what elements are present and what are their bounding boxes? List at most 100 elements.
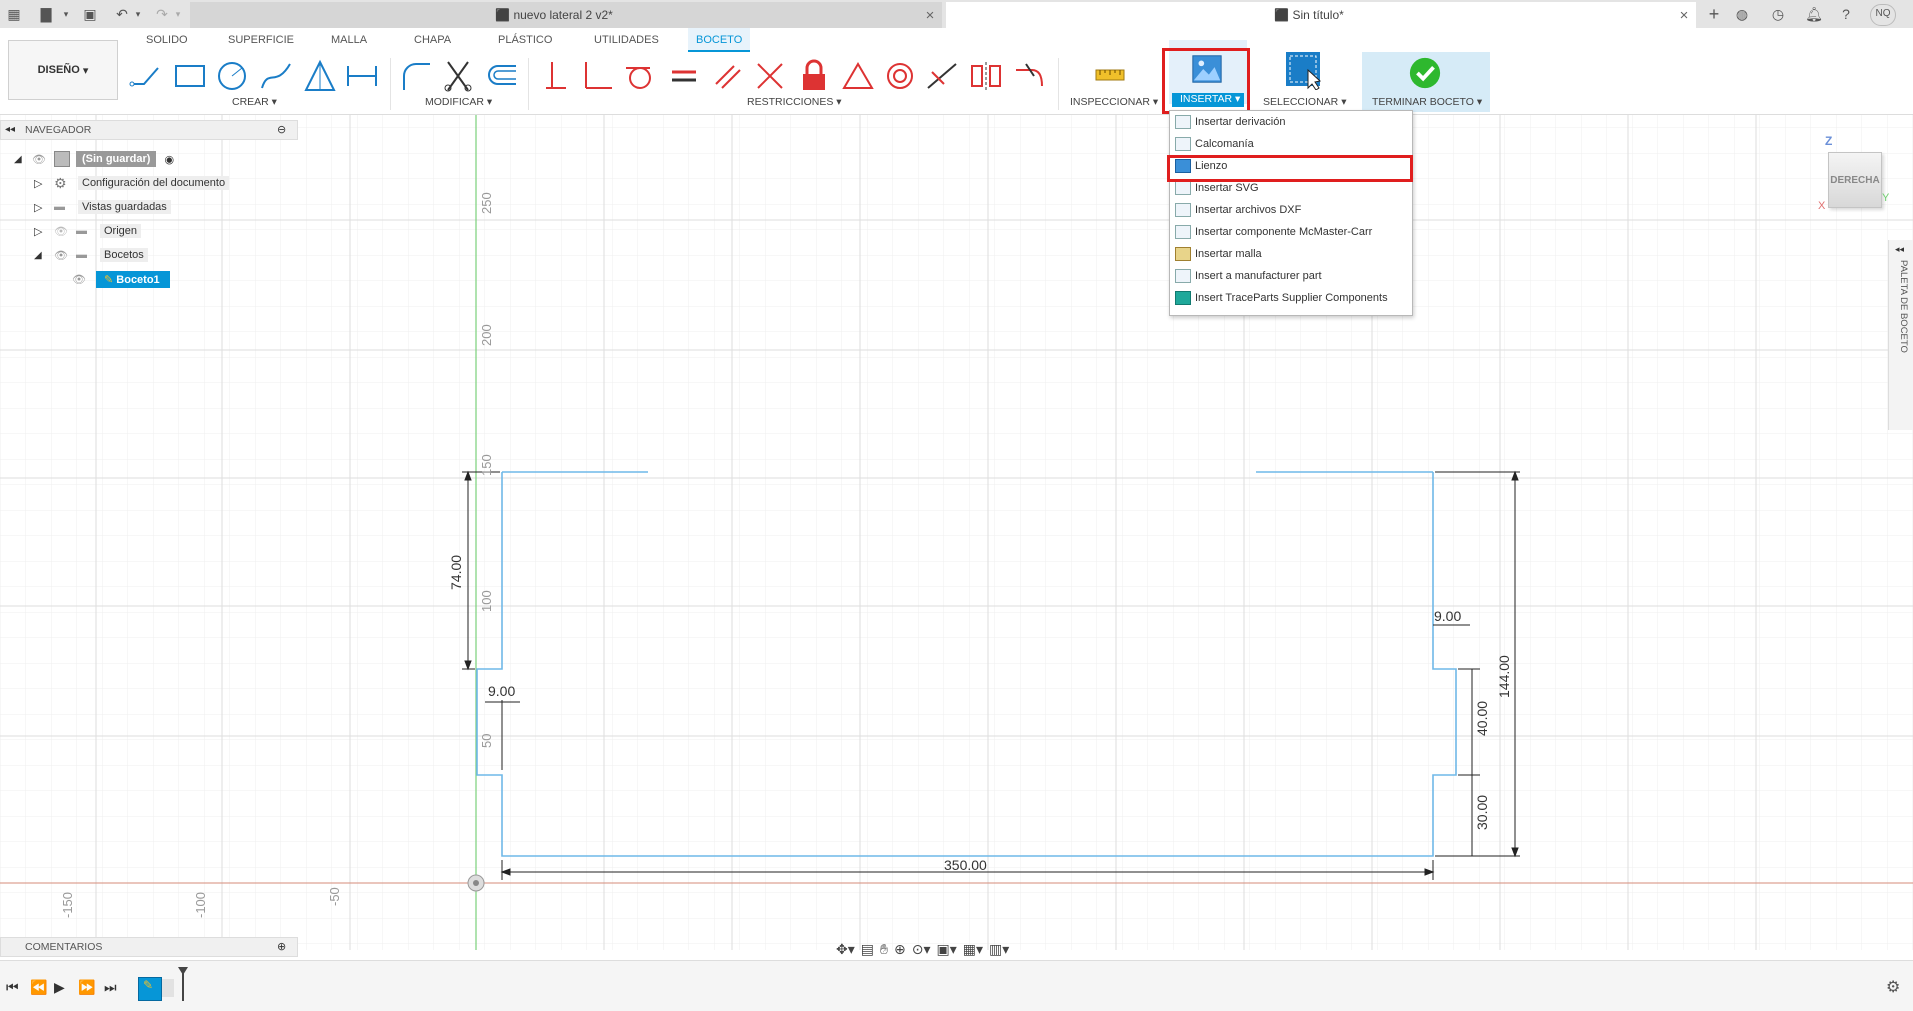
tab-solido[interactable]: SOLIDO [146,34,188,46]
symmetry-constraint-icon[interactable] [968,58,1004,94]
dimension-350[interactable]: 350.00 [944,857,987,873]
avatar[interactable]: NQ [1870,4,1896,26]
tab-superficie[interactable]: SUPERFICIE [228,34,295,46]
group-modificar[interactable]: MODIFICAR ▾ [425,96,493,108]
coincident-constraint-icon[interactable] [538,58,574,94]
step-forward-icon[interactable]: ⏩ [78,979,96,995]
close-icon[interactable]: × [1679,6,1689,24]
tab-chapa[interactable]: CHAPA [414,34,452,46]
menu-item-decal[interactable]: Calcomanía [1170,133,1412,155]
expand-palette-icon[interactable]: ◂◂ [1895,244,1905,254]
parallel-constraint-icon[interactable] [710,58,746,94]
menu-item-traceparts[interactable]: Insert TraceParts Supplier Components [1170,287,1412,309]
dimension-tool-icon[interactable] [344,58,380,94]
dimension-74[interactable]: 74.00 [448,554,464,590]
tab-malla[interactable]: MALLA [331,34,368,46]
navigator-item-document-settings[interactable]: ▷ ⚙ Configuración del documento [34,172,230,194]
tab-document-1[interactable]: ⬛ nuevo lateral 2 v2* × [190,2,942,28]
concentric-constraint-icon[interactable] [882,58,918,94]
sketch-palette-tab[interactable]: ◂◂ PALETA DE BOCETO [1888,240,1913,430]
redo-icon[interactable]: ↷ [156,6,168,22]
spline-tool-icon[interactable] [258,58,294,94]
viewcube[interactable]: DERECHA [1828,152,1882,208]
file-icon[interactable]: ▇ [40,6,52,22]
image-insert-icon[interactable] [1190,52,1224,86]
fillet-tool-icon[interactable] [398,58,434,94]
menu-item-mcmaster[interactable]: Insertar componente McMaster-Carr [1170,221,1412,243]
lock-icon[interactable] [796,58,832,94]
minimize-icon[interactable]: ⊖ [277,124,287,136]
clock-icon[interactable]: ◷ [1771,6,1785,22]
sketch-canvas[interactable] [0,114,1913,950]
menu-item-manufacturer-part[interactable]: Insert a manufacturer part [1170,265,1412,287]
redo-chevron-icon[interactable]: ▾ [175,9,181,19]
undo-icon[interactable]: ↶ [116,6,128,22]
group-terminar-boceto[interactable]: TERMINAR BOCETO ▾ [1372,96,1483,108]
navigator-root[interactable]: ◢ 👁︎ (Sin guardar) ◉ [14,148,174,170]
display-settings-icon[interactable]: ▣▾ [936,940,957,957]
eye-icon[interactable]: 👁︎ [32,153,46,166]
curvature-constraint-icon[interactable] [1012,58,1048,94]
collinear-constraint-icon[interactable] [924,58,960,94]
finish-sketch-check-icon[interactable] [1408,56,1442,90]
timeline-marker[interactable] [182,971,184,1001]
dimension-9-left[interactable]: 9.00 [488,683,516,699]
navigator-item-saved-views[interactable]: ▷ ▬ Vistas guardadas [34,196,171,218]
add-comment-icon[interactable]: ⊕ [277,941,287,953]
timeline-sketch-feature[interactable]: ✎ [138,977,162,1001]
triangle-tool-icon[interactable] [302,58,338,94]
equal-constraint-icon[interactable] [666,58,702,94]
line-tool-icon[interactable] [128,58,164,94]
grid-settings-icon[interactable]: ▦▾ [962,940,984,957]
midpoint-constraint-icon[interactable] [752,58,788,94]
menu-item-insert-derive[interactable]: Insertar derivación [1170,111,1412,133]
offset-tool-icon[interactable] [484,58,520,94]
fix-constraint-icon[interactable] [840,58,876,94]
workspace-switcher[interactable]: DISEÑO ▾ [8,40,118,100]
expand-triangle-icon[interactable]: ▷ [34,201,43,214]
zoom-icon[interactable]: ⊕ [893,940,906,957]
dimension-144[interactable]: 144.00 [1496,655,1512,698]
menu-item-insert-mesh[interactable]: Insertar malla [1170,243,1412,265]
navigator-item-sketches[interactable]: ◢ 👁︎ ▬ Bocetos [34,244,148,266]
expand-triangle-icon[interactable]: ◢ [14,153,22,165]
comments-panel-header[interactable]: COMENTARIOS ⊕ [0,937,298,957]
app-grid-icon[interactable]: ▦ [7,6,21,22]
tangent-constraint-icon[interactable] [622,58,658,94]
new-tab-icon[interactable]: + [1708,4,1720,24]
trim-tool-icon[interactable] [440,58,476,94]
group-crear[interactable]: CREAR ▾ [232,96,277,108]
collapse-panel-icon[interactable]: ◂◂ [5,124,16,135]
go-to-start-icon[interactable]: ⏮ [6,979,19,995]
close-icon[interactable]: × [925,6,935,24]
dimension-9-right[interactable]: 9.00 [1434,608,1462,624]
rectangle-tool-icon[interactable] [172,58,208,94]
menu-item-canvas[interactable]: Lienzo [1170,155,1412,177]
tab-plastico[interactable]: PLÁSTICO [498,34,553,46]
help-icon[interactable]: ? [1842,6,1850,22]
chevron-down-icon[interactable]: ▾ [63,9,69,19]
timeline-settings-gear-icon[interactable]: ⚙ [1886,979,1901,996]
navigator-item-sketch1[interactable]: 👁︎ ✎ Boceto1 [72,268,170,290]
navigator-item-origin[interactable]: ▷ 👁︎ ▬ Origen [34,220,142,242]
menu-item-insert-dxf[interactable]: Insertar archivos DXF [1170,199,1412,221]
extensions-icon[interactable]: ◍ [1735,6,1749,22]
viewports-icon[interactable]: ▥▾ [989,940,1010,957]
navigator-header[interactable]: ◂◂ NAVEGADOR ⊖ [0,120,298,140]
tab-utilidades[interactable]: UTILIDADES [594,34,659,46]
tab-document-2[interactable]: ⬛ Sin título* × [946,2,1696,28]
undo-chevron-icon[interactable]: ▾ [135,9,141,19]
fit-zoom-icon[interactable]: ⊙▾ [911,940,931,957]
save-icon[interactable]: ▣ [83,6,97,22]
activate-radio-icon[interactable]: ◉ [164,153,175,166]
play-icon[interactable]: ▶ [54,979,65,995]
orbit-icon[interactable]: ✥▾ [836,940,855,957]
eye-hidden-icon[interactable]: 👁︎ [54,225,68,238]
go-to-end-icon[interactable]: ⏭ [104,979,117,995]
expand-triangle-icon[interactable]: ◢ [34,249,42,261]
tab-boceto[interactable]: BOCETO [688,28,751,52]
select-icon[interactable] [1284,50,1324,90]
dimension-30[interactable]: 30.00 [1474,794,1490,830]
group-inspeccionar[interactable]: INSPECCIONAR ▾ [1070,96,1159,108]
eye-icon[interactable]: 👁︎ [54,249,68,262]
